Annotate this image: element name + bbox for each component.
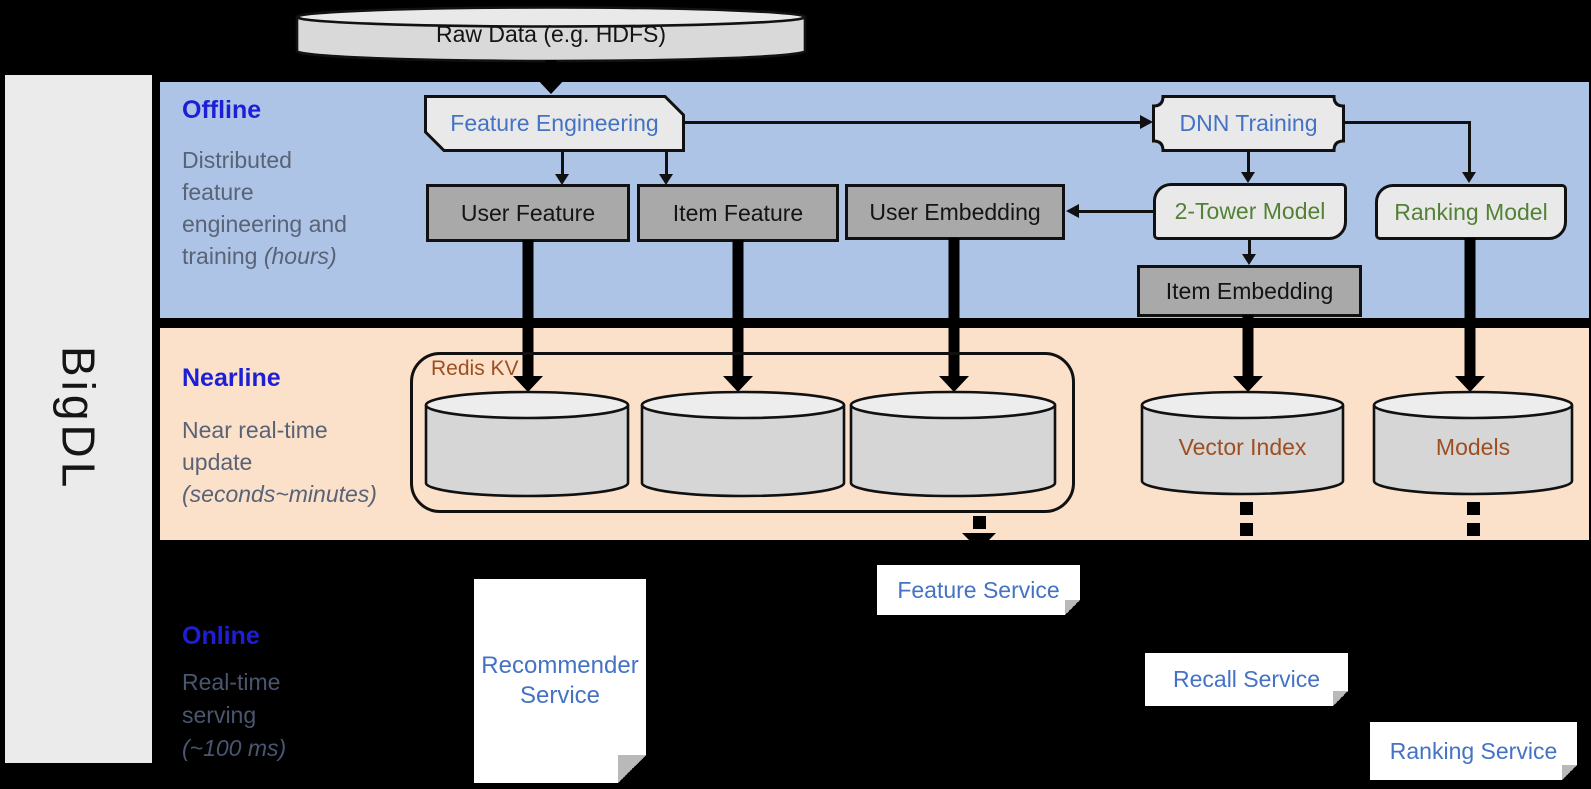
dashed-link-vectorindex-2 <box>1240 523 1253 536</box>
folded-corner-icon <box>1333 691 1348 706</box>
offline-description: Distributed feature engineering and trai… <box>182 147 347 269</box>
arrow-fe-to-dnn-line <box>685 121 1140 124</box>
bigdl-brand-label: BigDL <box>52 346 105 492</box>
arrow-dnn-to-twotower-line <box>1247 152 1250 174</box>
models-label: Models <box>1435 433 1511 460</box>
arrow-twotower-to-userembedding-line <box>1078 210 1153 213</box>
arrow-fe-to-userfeature-head <box>555 174 569 185</box>
arrow-dnn-to-rankingmodel-head <box>1462 172 1476 183</box>
item-feature-node: Item Feature <box>637 184 839 242</box>
nearline-title: Nearline <box>182 364 281 392</box>
arrow-userembedding-to-rediskv <box>939 238 969 392</box>
arrow-userfeature-to-rediskv <box>513 240 543 392</box>
bigdl-sidebar: BigDL <box>5 75 152 763</box>
arrow-dnn-to-twotower-head <box>1241 172 1255 183</box>
feature-engineering-node <box>424 95 685 152</box>
ranking-model-node: Ranking Model <box>1375 184 1567 240</box>
arrow-dnn-to-rankingmodel-vline <box>1468 121 1471 174</box>
redis-kv-container <box>410 352 1075 513</box>
recall-service-node: Recall Service <box>1145 653 1348 706</box>
recommender-service-node: Recommender Service <box>474 579 646 783</box>
arrow-dnn-to-rankingmodel-hline <box>1345 121 1471 124</box>
models-cylinder-icon <box>1372 390 1574 498</box>
vector-index-cylinder-icon <box>1140 390 1345 498</box>
raw-data-label: Raw Data (e.g. HDFS) <box>435 20 667 47</box>
two-tower-model-node: 2-Tower Model <box>1153 183 1347 240</box>
arrow-rankingmodel-to-models <box>1455 238 1485 392</box>
arrow-fe-to-userfeature-line <box>561 152 564 176</box>
folded-corner-icon <box>618 755 646 783</box>
dnn-training-node <box>1152 95 1345 152</box>
nearline-description: Near real-time update (seconds~minutes) <box>182 417 377 507</box>
arrow-rawdata-to-feature-engineering <box>536 60 566 94</box>
dashed-link-models-2 <box>1467 523 1480 536</box>
dashed-link-vectorindex-1 <box>1240 502 1253 515</box>
redis-cylinder-1-icon <box>424 390 630 500</box>
arrow-twotower-to-userembedding-head <box>1066 204 1079 218</box>
raw-data-cylinder-icon <box>295 5 807 63</box>
user-embedding-node: User Embedding <box>845 184 1065 240</box>
arrow-fe-to-itemfeature-line <box>665 152 668 176</box>
arrow-itemfeature-to-rediskv <box>723 240 753 392</box>
arrow-twotower-to-itemembedding-line <box>1248 240 1251 256</box>
dashed-link-models-1 <box>1467 502 1480 515</box>
folded-corner-icon <box>1562 765 1577 780</box>
redis-kv-label: Redis KV <box>431 357 519 380</box>
feature-service-node: Feature Service <box>877 565 1080 615</box>
arrow-twotower-to-itemembedding-head <box>1242 254 1256 265</box>
dashed-link-rediskv-featureservice <box>973 516 986 529</box>
online-title: Online <box>182 622 260 650</box>
feature-engineering-label: Feature Engineering <box>450 110 659 136</box>
vector-index-label: Vector Index <box>1178 433 1307 460</box>
item-embedding-node: Item Embedding <box>1137 265 1362 317</box>
arrow-rediskv-to-featureservice-head <box>962 533 996 550</box>
user-feature-node: User Feature <box>426 184 630 242</box>
arrow-itemembedding-to-vectorindex <box>1233 315 1263 392</box>
ranking-service-node: Ranking Service <box>1370 722 1577 780</box>
offline-title: Offline <box>182 96 262 124</box>
redis-cylinder-3-icon <box>849 390 1057 500</box>
folded-corner-icon <box>1065 600 1080 615</box>
arrow-fe-to-itemfeature-head <box>659 174 673 185</box>
dnn-training-label: DNN Training <box>1179 110 1318 136</box>
arrow-fe-to-dnn-head <box>1140 115 1153 129</box>
online-description: Real-time serving (~100 ms) <box>182 669 287 761</box>
redis-cylinder-2-icon <box>640 390 846 500</box>
